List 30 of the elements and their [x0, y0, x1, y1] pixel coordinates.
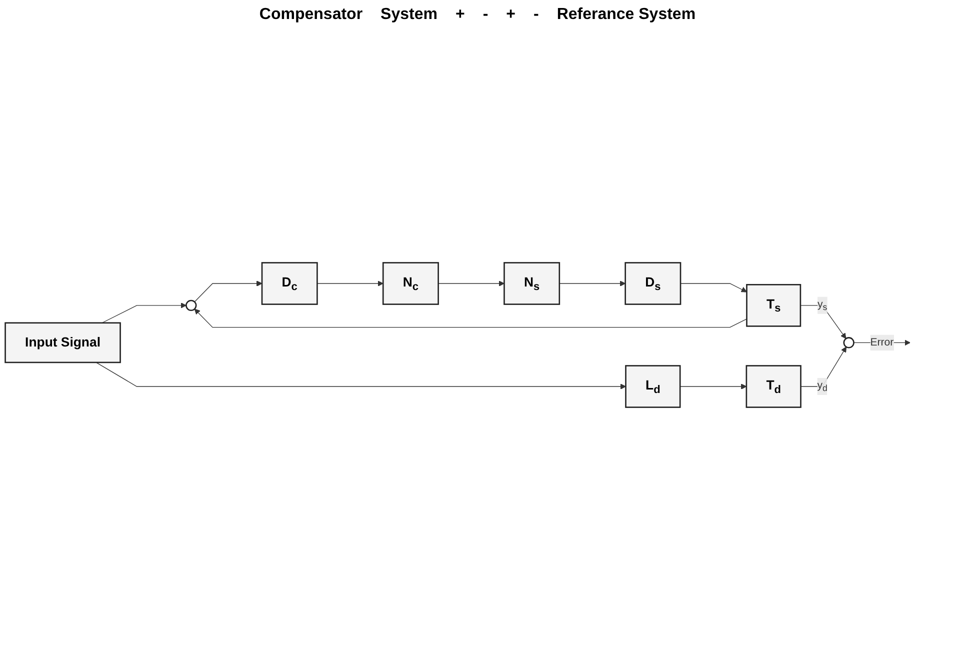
node-circle: [843, 337, 854, 348]
annotation-text: +: [455, 6, 465, 24]
node-box: D$_{s}$: [624, 262, 682, 305]
annotation-text: Compensator: [259, 6, 363, 24]
arrow: [194, 308, 748, 328]
arrow: [102, 302, 186, 324]
annotation-text: -: [533, 6, 539, 24]
node-circle: [186, 300, 197, 312]
annotation-text: +: [506, 6, 516, 24]
annotation-text: -: [482, 6, 488, 24]
edge-label: y$_{s}$: [817, 298, 828, 312]
node-box: T$_{d}$: [746, 365, 802, 408]
node-box: N$_{s}$: [504, 262, 560, 305]
arrow: [438, 280, 504, 286]
node-box: N$_{c}$: [382, 262, 439, 305]
node-box: T$_{s}$: [746, 284, 802, 327]
arrow: [194, 280, 262, 302]
arrow: [316, 280, 384, 286]
arrow: [800, 346, 847, 387]
arrow: [96, 362, 626, 390]
annotation-text: System: [380, 6, 438, 24]
edge-label: Error: [870, 336, 894, 348]
arrow: [559, 280, 626, 286]
arrow: [680, 283, 747, 292]
node-box: D$_{c}$: [261, 262, 318, 305]
arrow: [680, 384, 747, 390]
node-box: L$_{d}$: [625, 365, 681, 408]
edge-label: y$_{d}$: [817, 380, 828, 394]
node-box: Input Signal: [4, 322, 121, 364]
annotation-text: Referance System: [556, 6, 696, 24]
